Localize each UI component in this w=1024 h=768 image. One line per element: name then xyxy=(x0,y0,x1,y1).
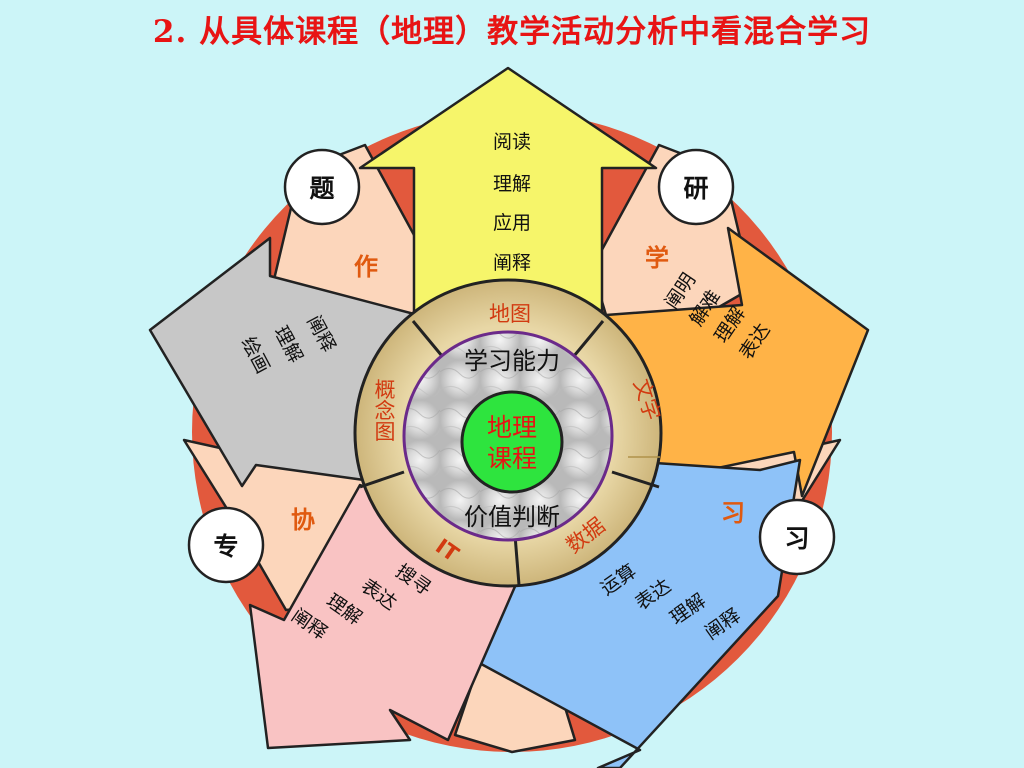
center-circle xyxy=(460,390,564,494)
corner-badge-bottom-right xyxy=(758,498,836,576)
wedge-label-lower-right: 习 xyxy=(721,499,745,527)
wedge-label-lower-left: 协 xyxy=(291,506,315,534)
inner-ring-bottom-label: 价值判断 xyxy=(464,503,560,531)
corner-badges xyxy=(187,148,836,584)
corner-label-bottom-left: 专 xyxy=(213,532,238,561)
center-label-line1: 地理 xyxy=(487,413,537,442)
wedge-label-upper-left: 作 xyxy=(354,253,378,281)
corner-badge-top-left xyxy=(283,148,361,226)
arrow-top-line: 阐释 xyxy=(493,252,531,274)
arrow-top-text: 阅读 理解 应用 阐释 xyxy=(493,131,531,274)
corner-label-bottom-right: 习 xyxy=(784,524,809,553)
arrow-top-line: 理解 xyxy=(493,173,531,195)
inner-ring-top-label: 学习能力 xyxy=(464,347,560,375)
corner-badge-top-right xyxy=(657,148,735,226)
arrow-top-line: 应用 xyxy=(493,212,531,234)
ring-dividers xyxy=(359,320,660,586)
arrow-top-line: 阅读 xyxy=(493,131,531,153)
corner-label-top-left: 题 xyxy=(309,174,334,203)
wedge-label-upper-right: 学 xyxy=(645,244,669,272)
corner-badge-bottom-left xyxy=(187,506,265,584)
center-label-line2: 课程 xyxy=(487,444,537,473)
ring-label-concept-map: 概念图 xyxy=(372,379,396,442)
ring-label-map: 地图 xyxy=(489,302,531,326)
slide-title: 2. 从具体课程（地理）教学活动分析中看混合学习 xyxy=(152,14,872,50)
corner-label-top-right: 研 xyxy=(683,174,708,203)
